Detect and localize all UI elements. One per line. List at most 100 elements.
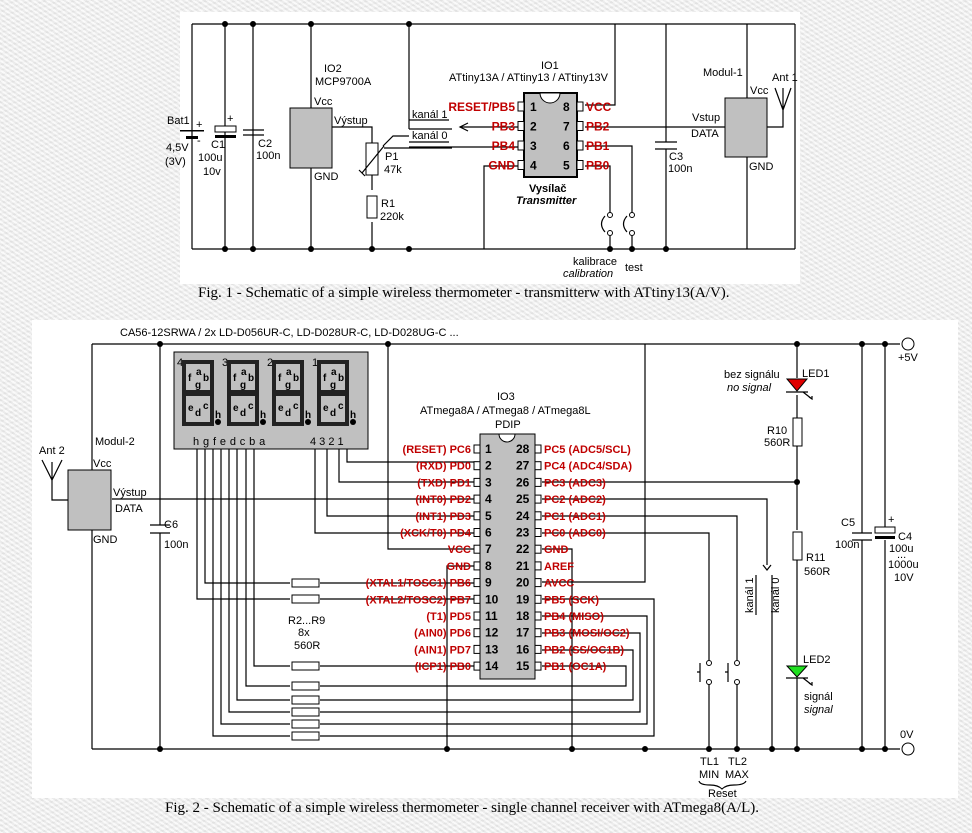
io3-pin-number: 25	[516, 492, 530, 506]
io3-pin-number: 21	[516, 559, 530, 573]
io1-pin-label: VCC	[586, 100, 612, 114]
terminal-5v[interactable]	[901, 337, 915, 351]
io3-pin-label: PC2 (ADC2)	[544, 494, 606, 506]
io1-chip	[523, 92, 578, 178]
io3-pin-label: AVCC	[544, 578, 574, 590]
io1-pin-label: PB2	[586, 120, 610, 134]
segment-label: e	[278, 403, 284, 414]
segment-label: e	[233, 403, 239, 414]
io1-part: ATtiny13A / ATtiny13 / ATtiny13V	[449, 72, 609, 84]
p1-value: 47k	[384, 164, 402, 176]
led2-icon	[785, 665, 809, 678]
modul1-name: Modul-1	[703, 67, 743, 79]
reset-brace	[698, 780, 747, 790]
io3-pin-box	[473, 477, 481, 487]
antenna-icon	[774, 87, 792, 115]
c4-neg-plate	[875, 536, 895, 539]
fig2-caption: Fig. 2 - Schematic of a simple wireless …	[165, 800, 759, 816]
segment-label: g	[195, 380, 201, 391]
c4-v3: 1000u	[888, 559, 919, 571]
c5-value: 100n	[835, 539, 859, 551]
ant2-label: Ant 2	[39, 445, 65, 457]
fig2-jumper-arrow	[762, 564, 772, 571]
io3-pin-box	[473, 528, 481, 537]
p1-name: P1	[385, 151, 398, 163]
io3-chip	[479, 433, 536, 680]
display-module	[173, 351, 369, 450]
io3-pin-number: 14	[485, 659, 499, 673]
io3-pin-box	[534, 477, 542, 487]
segment-label: h	[215, 410, 221, 421]
c1-v1: 100u	[198, 152, 222, 164]
segment-label: f	[188, 373, 192, 384]
io3-pin-box	[534, 544, 542, 554]
io3-pin-number: 2	[485, 459, 492, 473]
c1-plus: +	[227, 113, 233, 125]
digit-lower	[227, 392, 259, 426]
modul1-box	[724, 97, 768, 158]
io1-pin-box	[576, 140, 584, 151]
modul2-gnd: GND	[93, 534, 118, 546]
c1-name: C1	[211, 139, 225, 151]
io3-pin-number: 16	[516, 642, 530, 656]
io3-pin-label: (RESET) PC6	[403, 444, 471, 456]
segment-label: a	[196, 367, 202, 378]
led1-en: no signal	[727, 382, 772, 394]
modul1-gnd: GND	[749, 161, 774, 173]
led2-name: LED2	[803, 654, 831, 666]
io1-pin-number: 1	[530, 100, 537, 114]
tl1-function: MIN	[699, 769, 719, 781]
segment-label: f	[233, 373, 237, 384]
io3-pin-label: GND	[544, 544, 569, 556]
segment-label: h	[260, 410, 266, 421]
io3-pin-label: PC0 (ADC0)	[544, 528, 606, 540]
io3-pin-number: 27	[516, 459, 530, 473]
button-tl1[interactable]	[697, 660, 712, 685]
switch-test[interactable]	[622, 212, 635, 236]
io3-pin-number: 28	[516, 442, 530, 456]
decimal-point	[305, 419, 311, 425]
io2-vcc: Vcc	[314, 96, 333, 108]
fig2-junctions	[157, 341, 888, 752]
r11-name: R11	[806, 552, 825, 564]
c6-value: 100n	[164, 539, 188, 551]
io3-pin-box	[473, 544, 481, 554]
io3-pin-box	[473, 461, 481, 471]
io1-role-cz: Vysílač	[529, 183, 567, 195]
c3-name: C3	[669, 151, 683, 163]
io3-pin-number: 5	[485, 509, 492, 523]
button-tl2[interactable]	[725, 660, 740, 685]
io3-part: ATmega8A / ATmega8 / ATmega8L	[420, 405, 591, 417]
segment-label: d	[285, 408, 291, 419]
terminal-0v[interactable]	[901, 742, 915, 756]
io3-pin-box	[473, 644, 481, 654]
rpack-name: R2...R9	[288, 615, 325, 627]
io1-pin-label: PB4	[492, 139, 516, 153]
switch-calibration[interactable]	[600, 212, 613, 236]
c2-name: C2	[258, 138, 272, 150]
io3-pin-number: 4	[485, 492, 492, 506]
segment-label: d	[195, 408, 201, 419]
io3-pin-number: 18	[516, 609, 530, 623]
io1-pin-label: PB3	[492, 120, 516, 134]
segment-label: h	[350, 410, 356, 421]
reset-label: Reset	[708, 788, 737, 800]
io1-pin-number: 8	[563, 100, 570, 114]
io1-pin-box	[517, 160, 525, 170]
c6-symbol	[150, 524, 170, 534]
fig1-caption: Fig. 1 - Schematic of a simple wireless …	[198, 285, 730, 301]
segment-label: c	[293, 401, 299, 412]
io3-pin-label: PC5 (ADC5/SCL)	[544, 444, 631, 456]
decimal-point	[215, 419, 221, 425]
io3-pin-label: PC4 (ADC4/SDA)	[544, 461, 632, 473]
c4-plus: +	[888, 514, 894, 526]
digit-number: 2	[267, 357, 273, 369]
io3-pin-number: 19	[516, 592, 530, 606]
modul1-data: DATA	[691, 128, 719, 140]
io3-pin-label: PB4 (MISO)	[544, 611, 604, 623]
digit-lower	[272, 392, 304, 426]
fig2-jumper-lines	[755, 575, 773, 615]
led1-arrow	[786, 391, 813, 401]
